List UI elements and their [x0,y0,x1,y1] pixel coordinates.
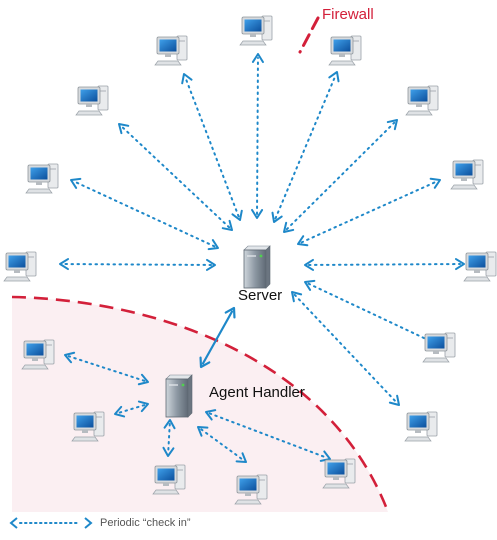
handler-link-4 [197,426,247,463]
agent-handler-label: Agent Handler [209,384,305,401]
desktop-computer-icon [322,458,356,489]
server-link-8 [59,258,216,271]
connections [59,53,465,463]
server-link-11 [291,291,400,406]
agent-handler-server-icon [165,374,193,418]
dotted-double-arrow-icon [9,517,93,529]
desktop-computer-icon [463,251,497,282]
firewall-label: Firewall [322,6,374,23]
desktop-computer-icon [21,339,55,370]
firewall-zone [12,297,388,512]
desktop-computer-icon [234,474,268,505]
handler-link-3 [162,419,176,457]
devices [3,15,497,505]
desktop-computer-icon [239,15,273,46]
legend: Periodic “check in” [8,515,190,531]
server-link-7 [297,177,441,247]
desktop-computer-icon [450,159,484,190]
firewall-marker [298,16,320,54]
desktop-computer-icon [328,35,362,66]
desktop-computer-icon [404,411,438,442]
handler-link-1 [64,351,149,386]
server-link-6 [70,177,219,251]
desktop-computer-icon [422,332,456,363]
server-link-1 [251,53,264,219]
legend-label: Periodic “check in” [100,517,191,529]
handler-link-2 [114,400,149,418]
server-link-10 [304,279,444,350]
desktop-computer-icon [71,411,105,442]
firewall-boundary [11,295,390,513]
desktop-computer-icon [152,464,186,495]
server-link-5 [283,119,398,233]
server-link-9 [304,258,465,271]
server-handler-link [199,306,236,369]
server-link-4 [118,123,233,231]
handler-link-5 [205,409,331,462]
server-tower-icon [243,245,271,289]
desktop-computer-icon [25,163,59,194]
server-link-3 [271,71,340,223]
server-link-2 [181,73,243,221]
desktop-computer-icon [75,85,109,116]
server-label: Server [238,287,283,304]
desktop-computer-icon [154,35,188,66]
desktop-computer-icon [405,85,439,116]
desktop-computer-icon [3,251,37,282]
